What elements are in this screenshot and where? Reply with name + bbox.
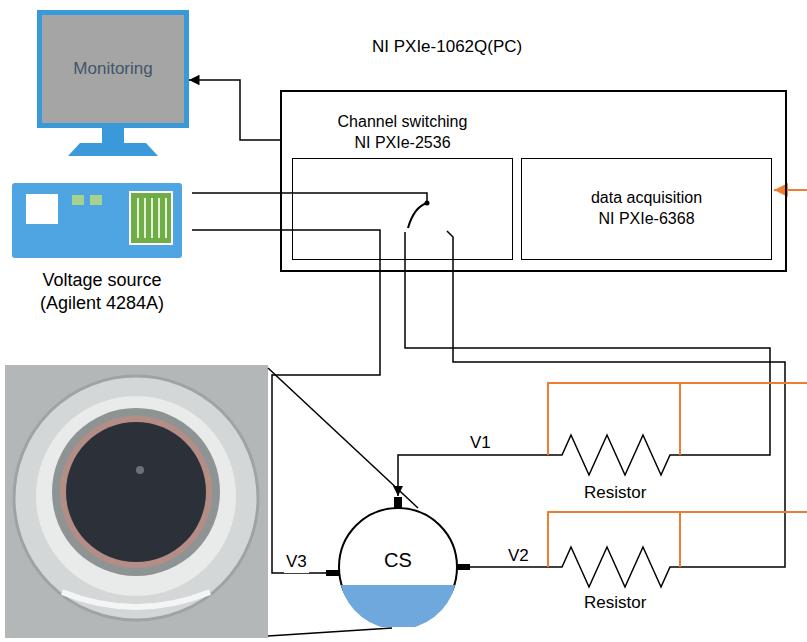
electrolyte-fill [341, 585, 455, 627]
node-label: Channel switching NI PXIe-2536 [330, 112, 475, 154]
wire-connector [192, 192, 292, 194]
wire [292, 193, 427, 201]
wire-connector [189, 80, 280, 140]
signal-name: V3 [284, 551, 309, 573]
monitor-neck [102, 128, 124, 143]
resistor-symbol [548, 547, 680, 587]
wire [398, 455, 548, 496]
leader-line [268, 628, 392, 636]
cell-circle: CS [338, 507, 458, 627]
switch-module: Channel switching NI PXIe-2536 [292, 108, 513, 260]
node-label: CS [384, 547, 412, 573]
photo-ring [36, 396, 236, 596]
wire [468, 566, 548, 568]
monitor-base [68, 143, 158, 156]
instrument-panel [130, 192, 172, 244]
node-label: Voltage source (Agilent 4284A) [12, 269, 192, 316]
part-name: Resistor [584, 592, 646, 614]
instrument-grill [138, 198, 166, 238]
instrument-button [90, 195, 102, 205]
switch-blade [408, 203, 427, 228]
photo-highlight [62, 592, 210, 607]
voltage-source: Voltage source (Agilent 4284A) [12, 183, 192, 323]
node-label: data acquisition NI PXIe-6368 [584, 188, 709, 230]
chassis-box: NI PXIe-1062Q(PC) Channel switching NI PX… [280, 32, 787, 272]
wire [447, 231, 785, 567]
signal-name: V1 [470, 432, 491, 454]
photo-ring [52, 408, 220, 576]
cell-photo [5, 365, 268, 638]
wire [405, 232, 770, 455]
instrument-button [72, 195, 84, 205]
wire-connector [192, 230, 380, 573]
sense-wire [548, 383, 807, 567]
photo-rim [14, 376, 258, 620]
sense-arrow [774, 189, 807, 191]
leader-line [268, 368, 418, 508]
photo-ground [5, 365, 268, 638]
instrument-display [26, 194, 58, 224]
resistor-symbol [548, 435, 680, 475]
monitor-screen: Monitoring [37, 10, 189, 128]
signal-name: V2 [508, 545, 529, 567]
daq-module: data acquisition NI PXIe-6368 [521, 158, 772, 260]
photo-electrode [66, 422, 206, 562]
node-label: Monitoring [73, 58, 152, 80]
instrument-body [12, 183, 182, 258]
module-outline [292, 158, 513, 260]
photo-seal [60, 416, 212, 568]
photo-spot [136, 466, 144, 474]
part-name: Resistor [584, 482, 646, 504]
chassis-title: NI PXIe-1062Q(PC) [372, 32, 522, 58]
